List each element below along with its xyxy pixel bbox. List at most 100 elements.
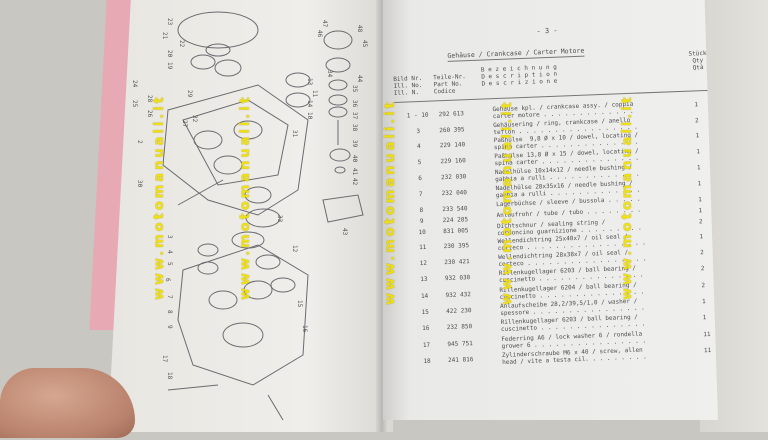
part-number: 224 285 — [442, 216, 469, 225]
part-label: 17 — [161, 355, 168, 363]
right-page: - 3 - Gehäuse / Crankcase / Carter Motor… — [383, 0, 718, 420]
header-part-no: Teile-Nr. Part No. Codice — [433, 73, 466, 96]
header-qty: Stück Qty Qtà — [688, 49, 707, 72]
fig-number: 5 — [417, 158, 422, 167]
fig-number: 4 — [416, 142, 421, 151]
part-label: 22 — [178, 40, 185, 48]
fig-number: 10 — [418, 228, 426, 237]
part-number: 232 040 — [441, 189, 468, 198]
quantity: 1 — [699, 233, 704, 241]
part-label: 6 — [164, 278, 171, 282]
quantity: 1 — [697, 180, 702, 188]
stud — [177, 179, 224, 206]
part-label: 12 — [291, 245, 298, 253]
part-label: 11 — [311, 90, 318, 98]
fig-number: 13 — [420, 275, 428, 284]
part-label: 3 — [166, 235, 173, 239]
bearing — [190, 54, 216, 70]
part-label: 36 — [351, 100, 358, 108]
watermark-text: www.motomanuali.it — [383, 99, 398, 305]
hand — [0, 368, 135, 438]
part-label: 23 — [166, 18, 173, 26]
quantity: 2 — [700, 249, 704, 257]
quantity: 1 — [696, 148, 701, 156]
part-number: 831 005 — [443, 227, 469, 236]
part-label: 2 — [136, 140, 143, 144]
fig-number: 11 — [418, 243, 427, 252]
part-label: 10 — [306, 112, 313, 120]
part-number: 229 140 — [439, 141, 466, 150]
part-label: 28 — [146, 95, 153, 103]
part-label: 34 — [326, 70, 333, 78]
part-label: 20 — [166, 50, 173, 58]
part-label: 24 — [131, 80, 138, 88]
cover-plate — [177, 11, 259, 49]
quantity: 1 — [696, 164, 701, 172]
part-number: 241 816 — [447, 356, 474, 365]
fig-number: 15 — [421, 308, 429, 317]
fig-number: 8 — [419, 206, 424, 215]
part-label: 14 — [306, 100, 313, 108]
part-label: 44 — [356, 75, 363, 83]
fig-number: 12 — [419, 259, 428, 268]
quantity: 2 — [694, 117, 699, 125]
part-label: 21 — [161, 32, 168, 40]
part-label: 27 — [181, 120, 188, 128]
part-label: 42 — [351, 178, 358, 186]
quantity: 1 — [695, 132, 700, 140]
fig-number: 1 - 10 — [406, 111, 429, 120]
quantity: 11 — [703, 330, 711, 339]
part-label: 37 — [351, 112, 358, 120]
part-label: 16 — [301, 325, 308, 333]
part-number: 292 613 — [438, 110, 465, 119]
crankcase-lower — [177, 244, 309, 386]
part-label: 30 — [136, 180, 143, 188]
part-number: 422 230 — [446, 307, 472, 316]
page-number: - 3 - — [536, 26, 558, 36]
quantity: 1 — [701, 298, 706, 306]
part-number: 932 030 — [444, 274, 471, 283]
part-label: 33 — [276, 215, 283, 223]
part-number: 232 850 — [446, 323, 473, 332]
quantity: 2 — [700, 265, 705, 273]
watermark-text: www.motomanuali.it — [500, 99, 515, 305]
seal-ring — [205, 43, 231, 57]
section-title: Gehäuse / Crankcase / Carter Motore — [447, 46, 585, 62]
part-number: 232 030 — [440, 173, 467, 182]
header-description: B e z e i c h n u n g D e s c r i p t i … — [480, 63, 558, 88]
part-label: 29 — [186, 90, 193, 98]
quantity: 1 — [697, 196, 702, 204]
parts-list: - 3 - Gehäuse / Crankcase / Carter Motor… — [391, 7, 718, 420]
part-number: 945 751 — [447, 340, 473, 349]
exploded-parts-diagram: 2321222019252428262927131411103123032333… — [131, 11, 368, 421]
part-label: 47 — [321, 20, 328, 28]
part-label: 45 — [361, 40, 368, 48]
part-label: 35 — [351, 85, 358, 93]
quantity: 1 — [698, 207, 703, 215]
part-label: 18 — [166, 372, 173, 380]
part-number: 260 395 — [439, 126, 465, 135]
bearing — [214, 59, 242, 77]
quantity: 1 — [702, 314, 707, 322]
part-label: 7 — [166, 295, 173, 299]
fig-number: 17 — [422, 341, 431, 350]
fig-number: 3 — [416, 127, 421, 136]
crankcase-upper — [162, 84, 309, 216]
quantity: 2 — [701, 282, 706, 290]
part-label: 19 — [166, 62, 173, 70]
fig-number: 18 — [423, 357, 431, 366]
part-label: 46 — [316, 30, 323, 38]
part-label: 8 — [166, 310, 173, 314]
quantity: 2 — [698, 218, 703, 226]
watermark-text: www.motomanuali.it — [620, 94, 635, 300]
quantity: 1 — [694, 101, 699, 109]
part-label: 38 — [351, 124, 358, 132]
part-label: 41 — [351, 168, 358, 176]
quantity: 11 — [703, 346, 712, 355]
part-label: 5 — [166, 262, 173, 266]
part-label: 15 — [296, 300, 303, 308]
part-label: 40 — [351, 155, 358, 163]
fig-number: 14 — [420, 292, 429, 301]
part-label: 31 — [291, 130, 298, 138]
fig-number: 7 — [418, 190, 423, 199]
